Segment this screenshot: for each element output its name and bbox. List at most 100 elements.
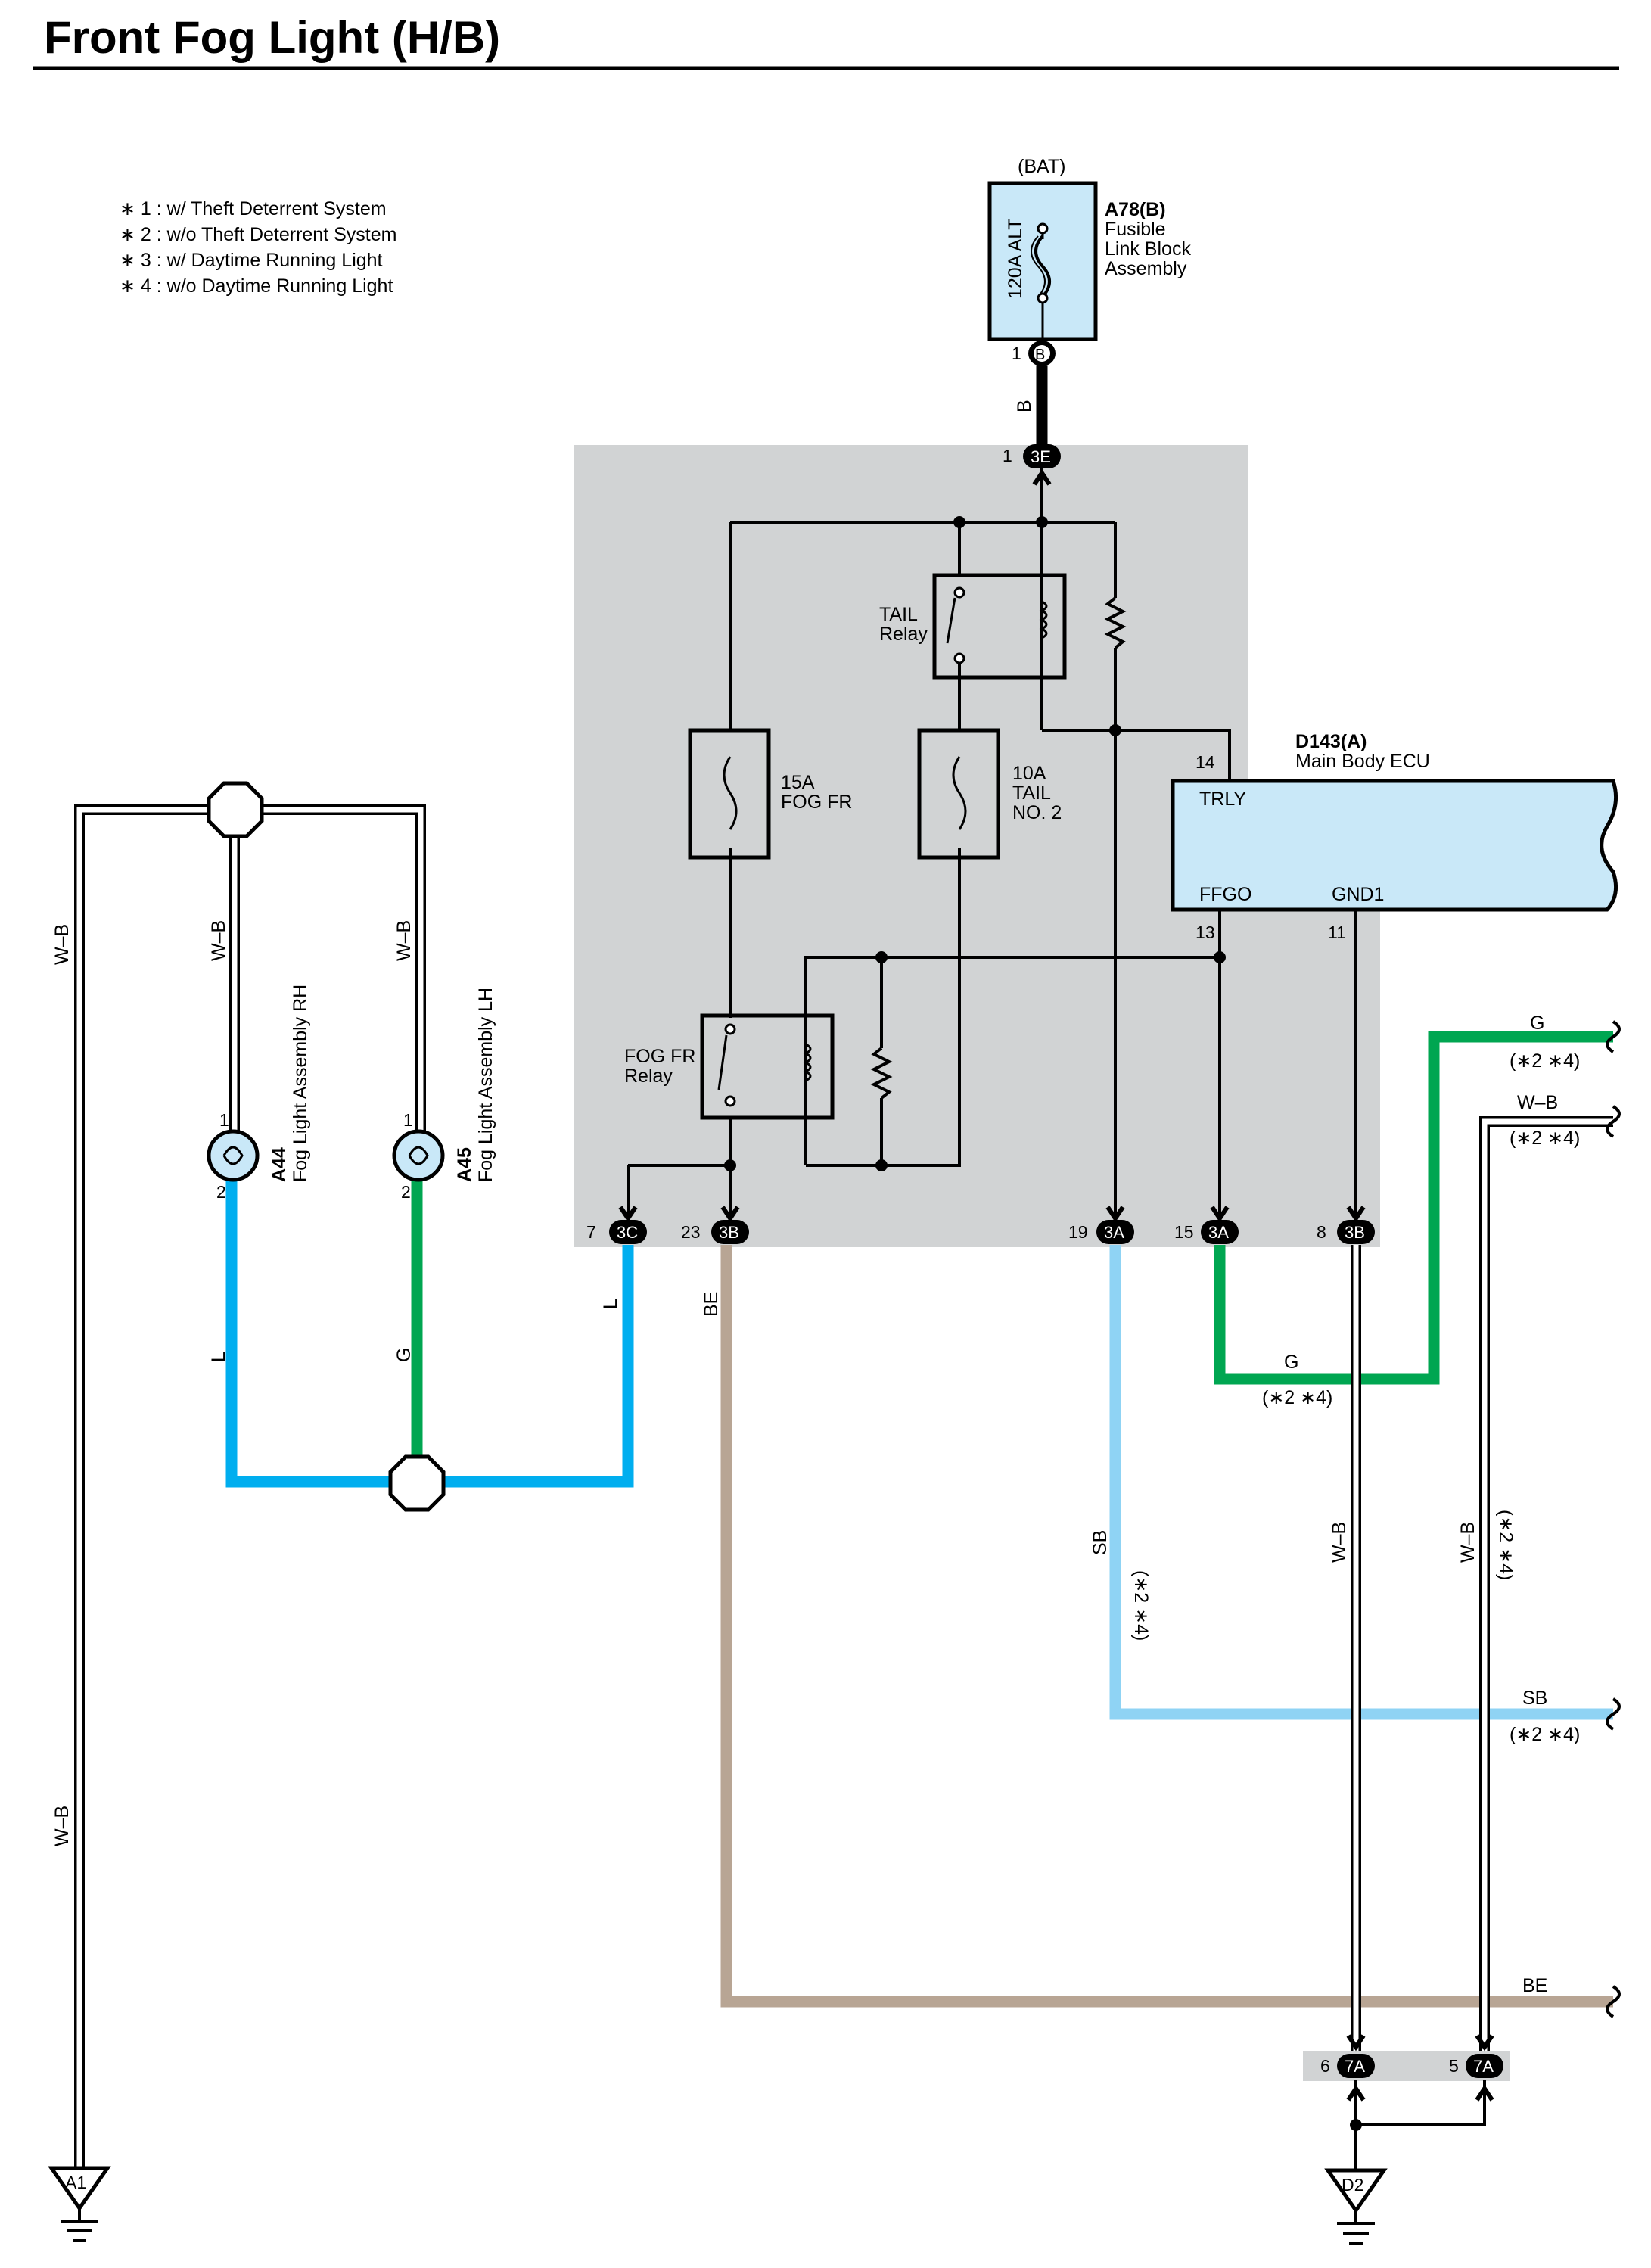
- label-sb-right: SB: [1522, 1688, 1547, 1709]
- fuse-15a-fog-fr: 15A FOG FR: [688, 728, 852, 860]
- splice-top: [207, 781, 264, 838]
- ground-a1: A1: [48, 2166, 111, 2242]
- conn-3b-23: 23 3B: [681, 1220, 749, 1244]
- note-1: ∗ 1 : w/ Theft Deterrent System: [120, 198, 387, 219]
- conn-7a-5-label: 7A: [1473, 2057, 1494, 2076]
- break-g: [1606, 1020, 1621, 1053]
- conn-3c: 7 3C: [586, 1220, 647, 1244]
- fog-light-lh: 1 2 A45 Fog Light Assembly LH: [392, 988, 496, 1202]
- rh-name: Fog Light Assembly RH: [290, 985, 311, 1182]
- label-g-right: G: [1530, 1013, 1544, 1034]
- fusible-link-name-1: Fusible: [1105, 219, 1166, 240]
- junction-bottom-connectors: 7 3C 23 3B 19 3A 15 3A 8 3B: [586, 1206, 1375, 1244]
- ecu-label-ffgo: FFGO: [1199, 884, 1251, 905]
- fog-light-rh: 1 2 A44 Fog Light Assembly RH: [207, 985, 311, 1202]
- wire-g-ffgo: [1214, 1031, 1613, 1385]
- label-g-right-note: (∗2 ∗4): [1510, 1050, 1580, 1072]
- main-body-ecu: D143(A) Main Body ECU 14 TRLY FFGO GND1 …: [1171, 731, 1618, 942]
- ecu-label-trly: TRLY: [1199, 789, 1246, 810]
- label-wb-right: W–B: [1517, 1092, 1558, 1113]
- fog-relay-label-1: FOG FR: [624, 1046, 695, 1067]
- fusible-link-code: A78(B): [1105, 199, 1166, 220]
- connector-3e: 1 3E: [1003, 444, 1061, 468]
- lh-name: Fog Light Assembly LH: [475, 988, 496, 1182]
- fuse-15a-label-2: FOG FR: [781, 792, 852, 813]
- conn-7a-6-pin: 6: [1320, 2056, 1330, 2076]
- rh-code: A44: [269, 1147, 290, 1182]
- label-l-3c: L: [600, 1299, 621, 1309]
- conn-3b-8: 8 3B: [1317, 1220, 1375, 1244]
- junction-block-extension: [1248, 908, 1380, 1247]
- ecu-pin-ffgo: 13: [1195, 922, 1215, 942]
- right-wire-labels: G (∗2 ∗4) W–B (∗2 ∗4) G (∗2 ∗4) SB (∗2 ∗…: [1090, 1013, 1580, 1996]
- label-wb-right-vertical: W–B: [1457, 1522, 1478, 1563]
- fog-relay-label-2: Relay: [624, 1066, 673, 1087]
- ground-d2: D2: [1324, 2168, 1388, 2245]
- fuse-10a-label-2: TAIL: [1012, 782, 1051, 804]
- lh-pin-bottom: 2: [401, 1182, 411, 1202]
- notes-legend: ∗ 1 : w/ Theft Deterrent System ∗ 2 : w/…: [120, 198, 396, 297]
- fuse-15a-label-1: 15A: [781, 772, 815, 793]
- wire-l: [225, 1181, 634, 1488]
- label-wb-lh: W–B: [393, 920, 415, 961]
- fusible-link-pin: 1: [1012, 344, 1021, 363]
- conn-7a-6-label: 7A: [1345, 2057, 1365, 2076]
- conn-3b-23-pin: 23: [681, 1222, 701, 1242]
- wire-wb-right: [1479, 1116, 1613, 2051]
- fusible-link-block: (BAT) 120A ALT A78(B) Fusible Link Block…: [987, 156, 1191, 366]
- label-wb-right-vertical-note: (∗2 ∗4): [1495, 1510, 1516, 1580]
- note-2: ∗ 2 : w/o Theft Deterrent System: [120, 224, 396, 245]
- fuse-10a-label-1: 10A: [1012, 763, 1046, 784]
- splice-bottom: [388, 1454, 446, 1512]
- ground-d2-label: D2: [1342, 2175, 1363, 2195]
- ground-a1-label: A1: [65, 2173, 86, 2192]
- ecu-code: D143(A): [1295, 731, 1367, 752]
- break-wb: [1606, 1105, 1621, 1138]
- label-g-lh: G: [393, 1348, 415, 1362]
- conn-3b-23-label: 3B: [719, 1223, 739, 1242]
- wire-break-marks: [1606, 1020, 1621, 2018]
- break-sb: [1606, 1697, 1621, 1731]
- label-be-right: BE: [1522, 1975, 1547, 1996]
- conn-7a-5-pin: 5: [1449, 2056, 1459, 2076]
- label-sb-vertical: SB: [1090, 1530, 1111, 1555]
- conn-3b-8-pin: 8: [1317, 1222, 1326, 1242]
- rh-pin-top: 1: [219, 1110, 229, 1130]
- connector-3e-label: 3E: [1031, 447, 1051, 466]
- conn-7a-6: 6 7A: [1320, 2054, 1375, 2078]
- junction-block-background: [574, 445, 1248, 1247]
- ecu-box: [1171, 779, 1618, 912]
- fusible-link-name-2: Link Block: [1105, 238, 1191, 260]
- label-wb-right-note: (∗2 ∗4): [1510, 1128, 1580, 1149]
- label-wb-outer-low: W–B: [51, 1806, 73, 1846]
- label-wb-outer: W–B: [51, 924, 73, 965]
- connector-3e-pin: 1: [1003, 446, 1012, 465]
- fusible-link-name-3: Assembly: [1105, 258, 1187, 279]
- label-wb-rh: W–B: [208, 920, 229, 961]
- label-g-mid-note: (∗2 ∗4): [1262, 1387, 1332, 1408]
- rh-pin-bottom: 2: [216, 1182, 226, 1202]
- conn-3a-15: 15 3A: [1174, 1220, 1239, 1244]
- tail-relay-label-1: TAIL: [879, 604, 918, 625]
- page-title: Front Fog Light (H/B): [44, 12, 500, 63]
- supply-label: (BAT): [1018, 156, 1065, 177]
- label-wb-gnd1-vertical: W–B: [1329, 1522, 1350, 1563]
- lh-code: A45: [454, 1147, 475, 1182]
- fusible-link-connector-label: B: [1035, 347, 1045, 363]
- conn-7a-5: 5 7A: [1449, 2054, 1503, 2078]
- label-l-rh: L: [208, 1352, 229, 1362]
- label-sb-right-note: (∗2 ∗4): [1510, 1724, 1580, 1745]
- ecu-label-gnd1: GND1: [1332, 884, 1384, 905]
- conn-3a-19-pin: 19: [1068, 1222, 1088, 1242]
- wire-sb: [1109, 1245, 1613, 1720]
- ecu-pin-trly: 14: [1195, 752, 1215, 772]
- conn-3a-19: 19 3A: [1068, 1220, 1134, 1244]
- wire-wb-outer: [74, 804, 426, 2168]
- fusible-link-rating: 120A ALT: [1005, 218, 1026, 299]
- label-be-3b: BE: [701, 1292, 722, 1317]
- ecu-pin-gnd1: 11: [1328, 922, 1346, 942]
- note-4: ∗ 4 : w/o Daytime Running Light: [120, 275, 393, 297]
- label-g-mid: G: [1284, 1352, 1298, 1373]
- conn-3c-pin: 7: [586, 1222, 596, 1242]
- bottom-7a-connectors: 6 7A 5 7A: [1320, 2034, 1503, 2170]
